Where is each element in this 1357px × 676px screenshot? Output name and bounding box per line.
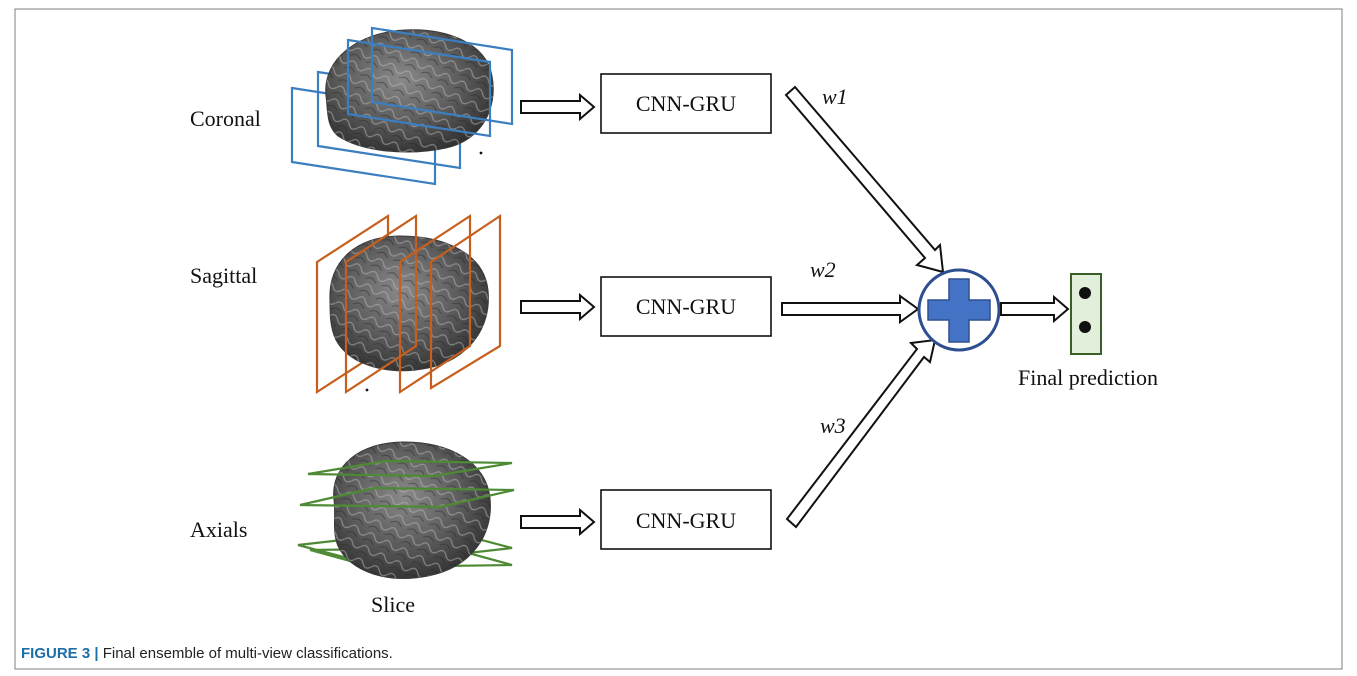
weighted-arrow-2 [781,294,920,324]
cnn-gru-block-2 [600,276,772,337]
prediction-vector [1070,273,1102,355]
figure-number: FIGURE 3 | [21,645,99,662]
output-node [1079,321,1091,333]
weight-label-w1: w1 [822,84,848,109]
coronal-slice-plane [346,38,492,138]
ensemble-sum-node [917,268,1001,352]
figure-caption: FIGURE 3 | Final ensemble of multi-view … [21,645,393,662]
sagittal-view [315,213,502,395]
view-label-sagittal: Sagittal [190,263,257,288]
input-arrow [520,292,596,322]
weighted-arrow-1 [784,85,945,274]
axial-slice-plane [307,459,513,478]
plus-icon [927,278,991,343]
view-label-coronal: Coronal [190,106,261,131]
axial-view [297,441,515,579]
brain-image [325,29,494,153]
weight-label-w2: w2 [810,257,836,282]
output-arrow [1000,294,1070,324]
cnn-gru-label: CNN-GRU [636,294,736,319]
coronal-slice-plane [370,26,514,126]
input-arrow [520,507,596,537]
cnn-gru-block-1 [600,73,772,134]
cnn-gru-label: CNN-GRU [636,91,736,116]
view-label-axials: Axials [190,517,247,542]
axial-slice-plane [299,486,515,509]
sagittal-slice-plane [398,213,472,395]
slice-label: Slice [371,592,415,617]
cnn-gru-block-3 [600,489,772,550]
weighted-arrow-3 [785,338,937,529]
sagittal-slice-plane [429,213,502,390]
coronal-view [290,26,514,186]
input-arrow [520,92,596,122]
output-node [1079,287,1091,299]
final-prediction-label: Final prediction [1018,365,1158,390]
caption-text: Final ensemble of multi-view classificat… [102,645,393,662]
weight-label-w3: w3 [820,413,846,438]
figure-frame [14,8,1343,670]
sagittal-slice-plane [344,213,418,395]
brain-image [329,235,489,372]
cnn-gru-label: CNN-GRU [636,508,736,533]
